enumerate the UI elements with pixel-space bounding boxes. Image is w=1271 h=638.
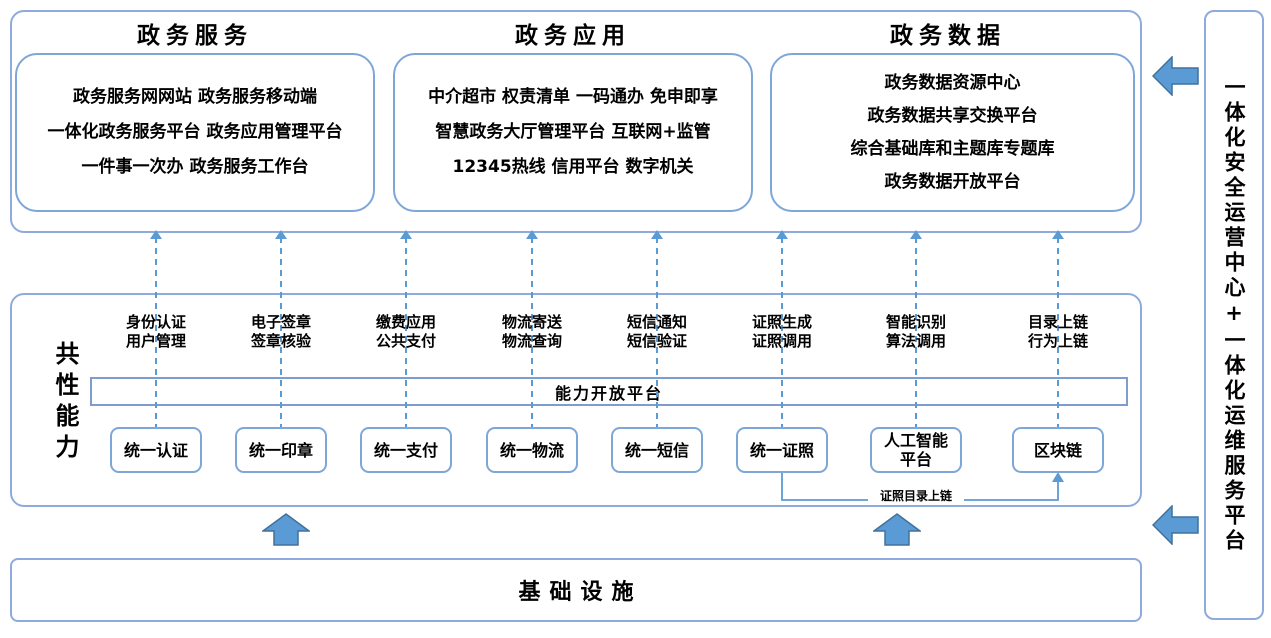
gov-data-box: 政务数据资源中心 政务数据共享交换平台 综合基础库和主题库专题库 政务数据开放平… — [770, 53, 1135, 212]
dashed-up-arrow-icon — [910, 230, 922, 427]
dashed-up-arrow-icon — [400, 230, 412, 427]
dashed-up-arrow-icon — [526, 230, 538, 427]
capability-open-platform-bar: 能力开放平台 — [90, 377, 1128, 406]
platform-box-blockchain: 区块链 — [1012, 427, 1104, 473]
platform-box-unified-auth: 统一认证 — [110, 427, 202, 473]
section-title-gov-data: 政务数据 — [890, 23, 1006, 49]
platform-box-unified-seal: 统一印章 — [235, 427, 327, 473]
platform-box-unified-payment: 统一支付 — [360, 427, 452, 473]
gov-data-line: 综合基础库和主题库专题库 — [850, 138, 1055, 159]
dashed-up-arrow-icon — [275, 230, 287, 427]
gov-data-line: 政务数据共享交换平台 — [867, 105, 1038, 126]
security-ops-sidebar-label: 一体化安全运营中心+一体化运维服务平台 — [1222, 76, 1246, 554]
platform-box-unified-license: 统一证照 — [736, 427, 828, 473]
capability-label: 物流寄送物流查询 — [501, 313, 562, 350]
gov-applications-line: 智慧政务大厅管理平台 互联网+监管 — [435, 122, 711, 142]
gov-services-box: 政务服务网网站 政务服务移动端 一体化政务服务平台 政务应用管理平台 一件事一次… — [15, 53, 375, 212]
dashed-up-arrow-icon — [651, 230, 663, 427]
dashed-up-arrow-icon — [1052, 230, 1064, 427]
infrastructure-title: 基础设施 — [518, 580, 643, 605]
connector-label: 证照目录上链 — [868, 489, 964, 503]
gov-services-line: 一体化政务服务平台 政务应用管理平台 — [47, 122, 343, 142]
platform-box-unified-logistics: 统一物流 — [486, 427, 578, 473]
left-arrow-icon — [1152, 56, 1199, 96]
infrastructure-panel: 基础设施 — [10, 558, 1142, 622]
section-title-gov-applications: 政务应用 — [515, 23, 631, 49]
gov-applications-line: 中介超市 权责清单 一码通办 免申即享 — [428, 87, 718, 107]
platform-box-ai-platform: 人工智能平台 — [870, 427, 962, 473]
gov-applications-box: 中介超市 权责清单 一码通办 免申即享 智慧政务大厅管理平台 互联网+监管 12… — [393, 53, 753, 212]
capability-label: 目录上链行为上链 — [1027, 313, 1088, 350]
capability-label: 智能识别算法调用 — [885, 313, 946, 350]
capability-label: 身份认证用户管理 — [125, 313, 186, 350]
left-arrow-icon — [1152, 505, 1199, 545]
up-arrow-icon — [262, 513, 310, 546]
section-title-gov-services: 政务服务 — [137, 23, 253, 49]
dashed-up-arrow-icon — [776, 230, 788, 427]
gov-data-line: 政务数据资源中心 — [884, 72, 1021, 93]
capability-label: 缴费应用公共支付 — [375, 313, 436, 350]
up-arrow-icon — [873, 513, 921, 546]
gov-services-line: 一件事一次办 政务服务工作台 — [81, 157, 309, 177]
capability-label: 短信通知短信验证 — [626, 313, 687, 350]
platform-box-unified-sms: 统一短信 — [611, 427, 703, 473]
capability-label: 证照生成证照调用 — [751, 313, 812, 350]
security-ops-sidebar: 一体化安全运营中心+一体化运维服务平台 — [1204, 10, 1264, 620]
gov-data-line: 政务数据开放平台 — [884, 171, 1021, 192]
gov-applications-line: 12345热线 信用平台 数字机关 — [452, 157, 694, 177]
dashed-up-arrow-icon — [150, 230, 162, 427]
common-capabilities-label: 共性能力 — [51, 341, 79, 465]
gov-services-line: 政务服务网网站 政务服务移动端 — [73, 87, 317, 107]
capability-label: 电子签章签章核验 — [250, 313, 311, 350]
capability-open-platform-label: 能力开放平台 — [548, 379, 669, 404]
